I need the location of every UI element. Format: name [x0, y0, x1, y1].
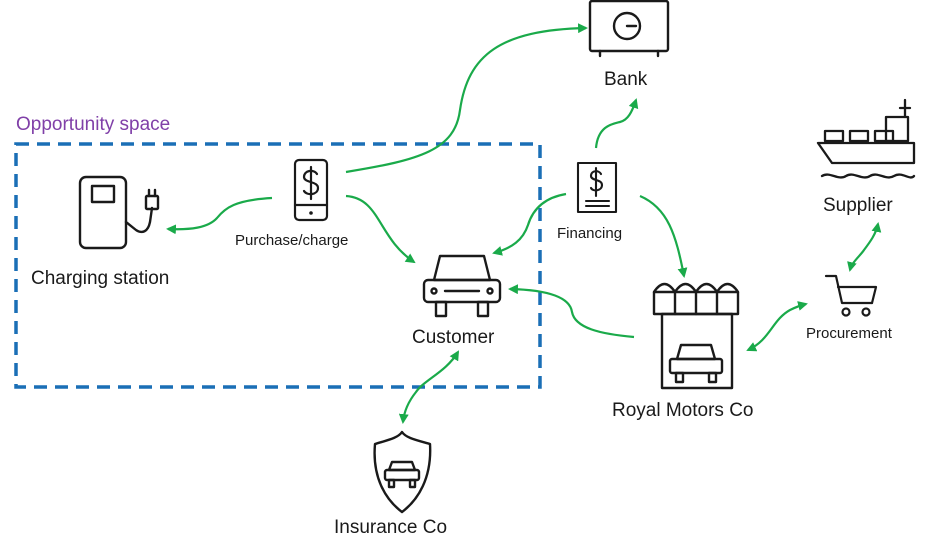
mobile-payment-icon: [293, 158, 329, 222]
invoice-dollar-icon: [576, 161, 618, 214]
safe-icon: [588, 0, 670, 58]
procurement-label: Procurement: [806, 325, 892, 342]
arrow-purchase-to-charging: [166, 196, 273, 235]
opportunity-space-label: Opportunity space: [16, 114, 171, 135]
ev-charger-icon: [78, 175, 160, 250]
arrow-financing-to-customer: [492, 192, 567, 256]
dealership-store-icon: [652, 282, 740, 390]
financing-label: Financing: [557, 225, 623, 242]
insurance-label: Insurance Co: [334, 517, 448, 538]
shopping-cart-icon: [824, 274, 878, 317]
cargo-ship-icon: [816, 98, 916, 179]
charging-station-label: Charging station: [31, 268, 170, 289]
supplier-label: Supplier: [823, 195, 893, 216]
royal-motors-label: Royal Motors Co: [612, 400, 754, 421]
arrow-procurement-supplier: [847, 222, 882, 272]
bank-label: Bank: [604, 69, 648, 90]
customer-label: Customer: [412, 327, 495, 348]
arrow-purchase-to-bank: [345, 23, 588, 174]
arrow-dealer-to-customer: [508, 284, 635, 339]
opportunity-space-region: [14, 142, 542, 389]
car-icon: [422, 254, 502, 318]
arrow-financing-to-dealer: [639, 194, 688, 278]
arrow-purchase-to-customer: [345, 194, 416, 264]
shield-car-icon: [373, 430, 432, 514]
arrow-customer-insurance: [398, 350, 460, 424]
arrow-dealer-procurement: [746, 301, 808, 352]
purchase-charge-label: Purchase/charge: [235, 232, 349, 249]
arrow-financing-to-bank: [594, 98, 639, 149]
